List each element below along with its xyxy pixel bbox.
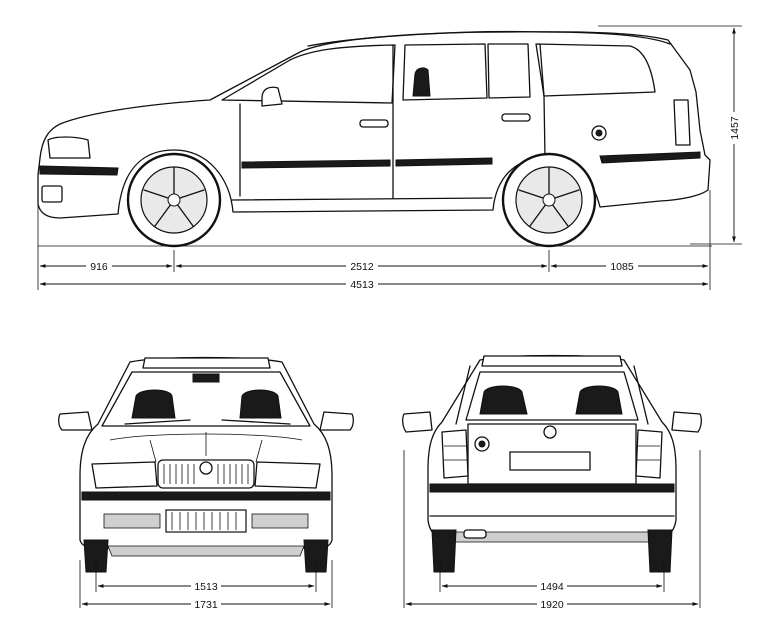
cargo-window bbox=[535, 43, 656, 97]
front-tyre-right bbox=[303, 539, 329, 573]
rear-roof-spoiler bbox=[481, 355, 623, 367]
taillight-right bbox=[635, 429, 663, 479]
lower-grille-slats bbox=[171, 512, 237, 530]
dim-rear-overhang: 1085 bbox=[610, 261, 634, 273]
roof-rail bbox=[307, 30, 671, 47]
front-wheel bbox=[126, 152, 222, 248]
dim-overall-length: 4513 bbox=[350, 279, 374, 291]
taillight-left bbox=[441, 429, 469, 479]
front-view bbox=[58, 356, 354, 573]
door-handle-rear bbox=[501, 113, 531, 122]
fog-vent-left bbox=[103, 513, 161, 529]
brand-badge-front bbox=[199, 461, 213, 475]
wipers bbox=[124, 419, 291, 425]
headrest-left bbox=[131, 389, 176, 419]
front-roof bbox=[142, 357, 271, 369]
rear-view bbox=[402, 354, 702, 573]
side-dimensions: 916 2512 1085 4513 1457 bbox=[37, 25, 742, 291]
hood-creases bbox=[109, 432, 303, 463]
dim-front-overhang: 916 bbox=[90, 261, 108, 273]
door-seams bbox=[239, 43, 546, 199]
rear-wheel bbox=[501, 152, 597, 248]
headlight-side bbox=[47, 136, 91, 159]
rear-tyre-right bbox=[647, 529, 673, 573]
dim-rear-track: 1494 bbox=[540, 581, 564, 593]
side-molding-rear bbox=[395, 157, 493, 167]
side-molding-front bbox=[241, 159, 391, 169]
dim-rear-width: 1920 bbox=[540, 599, 564, 611]
dim-wheelbase: 2512 bbox=[350, 261, 374, 273]
rear-quarter-window bbox=[487, 43, 531, 99]
exhaust bbox=[463, 529, 487, 539]
front-bumper-strip bbox=[81, 491, 331, 501]
front-left-mirror bbox=[58, 411, 93, 431]
rear-right-mirror bbox=[671, 411, 702, 433]
license-plate bbox=[509, 451, 591, 471]
taillight-side bbox=[673, 99, 691, 146]
front-window bbox=[221, 44, 396, 104]
fog-light-side bbox=[41, 185, 63, 203]
side-molding-quarter bbox=[599, 151, 701, 164]
brand-badge-rear bbox=[543, 425, 557, 439]
rear-headrest-right bbox=[575, 385, 623, 415]
rear-tyre-left bbox=[431, 529, 457, 573]
front-dimensions: 1513 1731 bbox=[79, 560, 333, 611]
dim-front-width: 1731 bbox=[194, 599, 218, 611]
dim-front-track: 1513 bbox=[194, 581, 218, 593]
lower-grille bbox=[165, 509, 247, 533]
rear-left-mirror bbox=[402, 411, 433, 433]
rear-headrest-left bbox=[479, 385, 528, 415]
rear-dimensions: 1494 1920 bbox=[403, 450, 701, 611]
headlight-left bbox=[91, 461, 158, 489]
grille-slats bbox=[163, 464, 249, 484]
door-handle-front bbox=[359, 119, 389, 128]
side-mirror bbox=[261, 86, 283, 107]
bumper-strip-front bbox=[39, 165, 119, 176]
front-tyre-left bbox=[83, 539, 109, 573]
headrest-right bbox=[239, 389, 282, 419]
door-sill bbox=[231, 197, 493, 201]
rearview-mirror bbox=[192, 373, 220, 383]
rear-pillars bbox=[455, 365, 649, 425]
fog-vent-right bbox=[251, 513, 309, 529]
side-view bbox=[37, 30, 712, 248]
headrest bbox=[412, 67, 431, 97]
dim-height: 1457 bbox=[729, 116, 741, 140]
headlight-right bbox=[254, 461, 321, 489]
front-underbody bbox=[107, 545, 305, 557]
rear-bumper-strip bbox=[429, 483, 675, 493]
front-right-mirror bbox=[319, 411, 354, 431]
